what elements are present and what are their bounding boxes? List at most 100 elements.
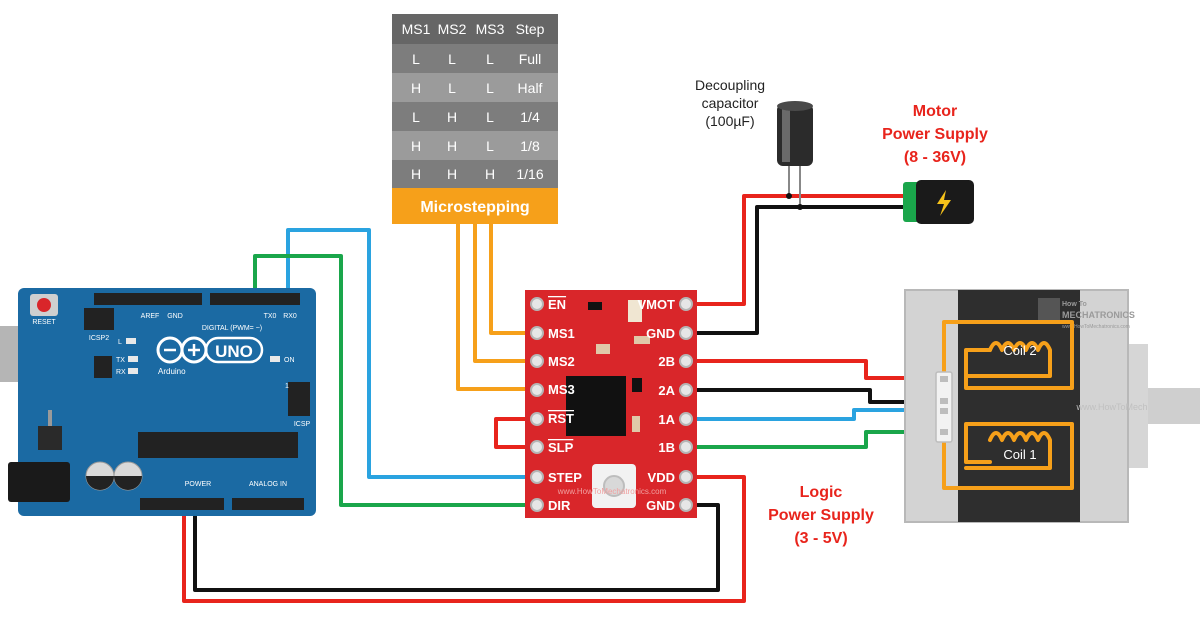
capacitor-stripe	[782, 108, 790, 162]
table-row	[392, 102, 558, 131]
analog-label: ANALOG IN	[249, 481, 287, 488]
motor-flange	[1128, 344, 1148, 468]
wire-rst-slp	[494, 417, 532, 449]
tx-label: TX0	[264, 313, 277, 320]
table-header-ms3: MS3	[476, 21, 505, 37]
capacitor-label-line3: (100µF)	[705, 113, 754, 129]
motor-supply-line1: Motor	[913, 103, 957, 120]
driver-smd	[634, 336, 650, 344]
capacitor-junction	[797, 204, 803, 210]
icsp2-header	[84, 308, 114, 330]
table-cell: L	[486, 80, 494, 96]
table-footer-bg	[392, 188, 558, 224]
digital-header-high	[94, 293, 202, 305]
table-row	[392, 44, 558, 73]
wire-2a	[684, 388, 942, 404]
wire-motor-gnd	[684, 205, 908, 335]
decoupling-capacitor: Decoupling capacitor (100µF)	[695, 77, 813, 210]
pin-label-ms3: MS3	[548, 382, 575, 397]
atmega-chip	[138, 432, 298, 458]
table-cell: L	[486, 138, 494, 154]
coil2-label: Coil 2	[1003, 343, 1036, 358]
table-cell: L	[486, 109, 494, 125]
potentiometer-knob[interactable]	[603, 475, 625, 497]
aref-label: AREF	[141, 313, 160, 320]
icsp-label: ICSP	[294, 421, 311, 428]
wire-ms1	[489, 222, 532, 335]
digital-header-low	[210, 293, 300, 305]
table-cell: H	[485, 166, 495, 182]
reset-button-cap[interactable]	[37, 298, 51, 312]
gnd-label: GND	[167, 313, 183, 320]
table-header-ms1: MS1	[402, 21, 431, 37]
lightning-icon	[937, 190, 951, 216]
wire-step	[286, 228, 532, 479]
motor-shaft	[1148, 388, 1200, 424]
pin-label-vmot: VMOT	[637, 297, 675, 312]
table-row	[392, 73, 558, 102]
power-label: POWER	[185, 481, 211, 488]
wire-1a	[684, 408, 942, 421]
pin-label-ms2: MS2	[548, 354, 575, 369]
table-cell: L	[412, 51, 420, 67]
uno-badge	[204, 336, 264, 364]
a4988-driver: www.HowToMechatronics.com EN MS1 MS2 MS3…	[525, 290, 697, 518]
pin-en	[530, 297, 544, 311]
table-cell: L	[448, 80, 456, 96]
microstepping-table: MS1 MS2 MS3 Step L L L Full H L L Half L…	[392, 14, 558, 224]
motor-core	[958, 290, 1080, 522]
table-row	[392, 160, 558, 188]
wire-ms2	[473, 222, 532, 363]
driver-watermark: www.HowToMechatronics.com	[557, 487, 667, 496]
table-header-bg	[392, 14, 558, 44]
connector-pin	[940, 408, 948, 414]
table-cell: L	[448, 51, 456, 67]
driver-smd	[588, 302, 602, 310]
driver-left-pins: EN MS1 MS2 MS3 RST SLP STEP DIR	[530, 297, 582, 513]
usb-chip	[94, 356, 112, 378]
table-cell: H	[411, 166, 421, 182]
voltage-regulator	[38, 426, 62, 450]
table-cell: 1/16	[516, 166, 543, 182]
motor-supply-line2: Power Supply	[882, 126, 988, 143]
pin-label-1b: 1B	[658, 440, 675, 455]
pin-slp	[530, 440, 544, 454]
digital-label: DIGITAL (PWM= ~)	[202, 325, 262, 332]
pin-dir	[530, 498, 544, 512]
pin-label-2a: 2A	[658, 383, 675, 398]
driver-smd	[628, 300, 642, 322]
wire-logic-gnd	[193, 501, 720, 592]
pin-1b	[679, 440, 693, 454]
table-cell: L	[486, 51, 494, 67]
arduino-board	[18, 288, 316, 516]
led-rx-label: RX	[116, 369, 126, 376]
pin-label-ms1: MS1	[548, 326, 575, 341]
table-footer-label: Microstepping	[420, 199, 529, 216]
led-l-label: L	[118, 339, 122, 346]
wire-vmot	[684, 194, 908, 306]
pin-ms3	[530, 383, 544, 397]
pin-vmot	[679, 297, 693, 311]
table-cell: 1/4	[520, 109, 540, 125]
brand-logo-line2: MECHATRONICS	[1062, 310, 1135, 320]
pin-label-gnd2: GND	[646, 498, 675, 513]
capacitor-shade	[86, 476, 114, 490]
motor-connector	[935, 371, 953, 443]
pin-label-1a: 1A	[658, 412, 675, 427]
connector-pin	[940, 429, 948, 435]
driver-right-pins: VMOT GND 2B 2A 1A 1B VDD GND	[637, 297, 693, 513]
pin-label-gnd: GND	[646, 326, 675, 341]
pin-label-2b: 2B	[658, 354, 675, 369]
pin-label-slp: SLP	[548, 440, 574, 455]
coil1-winding	[964, 431, 1052, 470]
coil2-wire	[942, 320, 1074, 390]
rx-label: RX0	[283, 313, 297, 320]
pin-step	[530, 470, 544, 484]
icsp2-label: ICSP2	[89, 335, 109, 342]
connector-pin	[940, 398, 948, 404]
pin-gnd-logic	[679, 498, 693, 512]
driver-smd	[596, 344, 610, 354]
arduino-uno: RESET ICSP2 AREF GND TX0 RX0 DIGITAL (PW…	[0, 288, 316, 516]
wires	[182, 194, 942, 603]
